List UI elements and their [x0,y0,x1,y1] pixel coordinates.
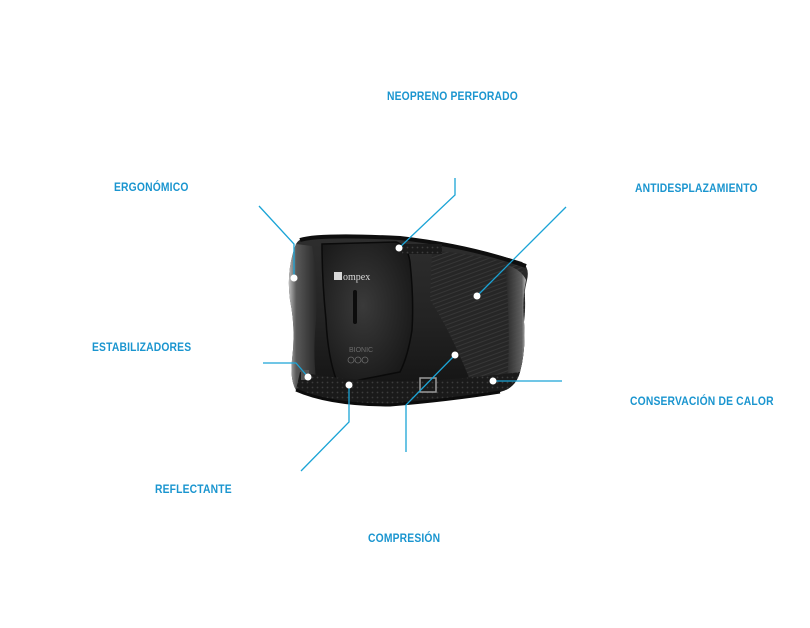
label-ergonomico: ERGONÓMICO [114,180,189,194]
label-conservacion-de-calor: CONSERVACIÓN DE CALOR [630,394,774,408]
label-compresion: COMPRESIÓN [368,531,441,545]
feature-icon [347,356,355,364]
lumbar-belt [288,234,528,407]
callout-lines [258,178,567,472]
line-compresion [405,354,456,452]
hotspot-reflectante[interactable] [345,381,353,389]
label-antidesplazamiento: ANTIDESPLAZAMIENTO [635,181,758,195]
model-text: BIONIC [349,347,373,354]
feature-icon [361,356,369,364]
line-estabilizadores [263,362,309,378]
line-antidesplazamiento [476,206,567,297]
brand-text: ompex [343,272,370,283]
line-ergonomico [258,205,295,278]
brand-logo: ompex BIONIC [334,272,373,364]
label-reflectante: REFLECTANTE [155,482,232,496]
hotspot-neopreno[interactable] [395,244,403,252]
hotspot-antidesplazamiento[interactable] [473,292,481,300]
hotspot-ergonomico[interactable] [290,274,298,282]
feature-icon [354,356,362,364]
line-neopreno [398,178,456,249]
hotspot-conservacion[interactable] [489,377,497,385]
hotspot-compresion[interactable] [451,351,459,359]
line-reflectante [300,385,350,472]
label-estabilizadores: ESTABILIZADORES [92,340,192,354]
label-neopreno-perforado: NEOPRENO PERFORADO [387,89,518,103]
hotspot-estabilizadores[interactable] [304,373,312,381]
